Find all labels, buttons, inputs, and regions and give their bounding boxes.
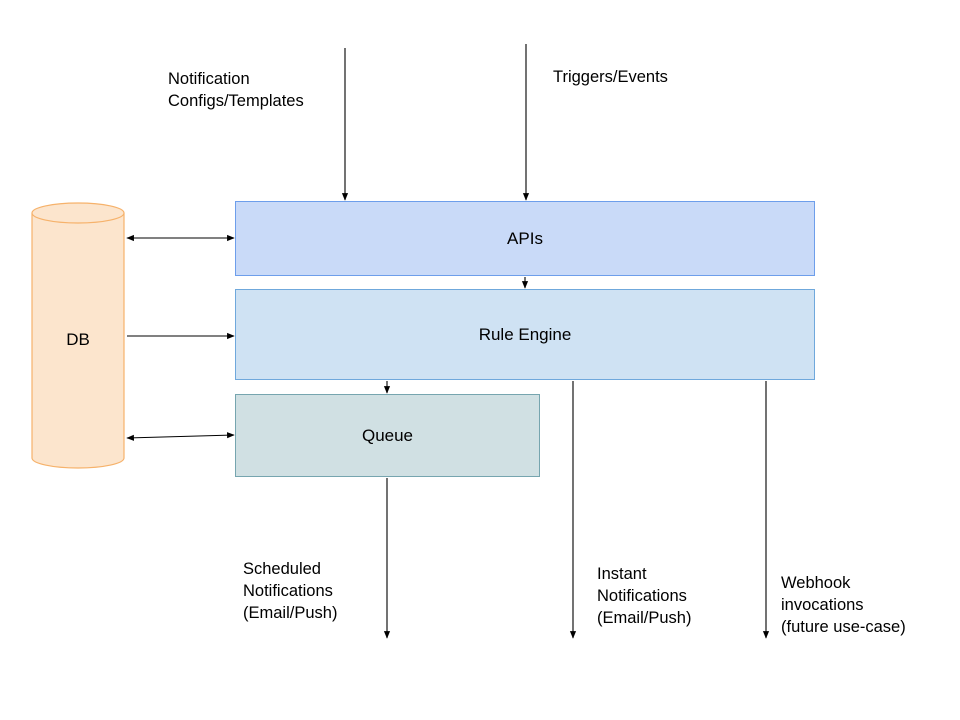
configs-templates-label: Notification Configs/Templates: [168, 70, 304, 110]
queue-box: Queue: [235, 394, 540, 477]
apis-box: APIs: [235, 201, 815, 276]
db-cylinder: [31, 202, 125, 469]
db-label: DB: [66, 330, 90, 349]
instant-notifications-label: Instant Notifications (Email/Push): [597, 565, 692, 627]
webhook-invocations-label: Webhook invocations (future use-case): [781, 574, 906, 636]
rule-engine-box: Rule Engine: [235, 289, 815, 380]
triggers-events-label: Triggers/Events: [553, 68, 668, 86]
queue-label: Queue: [361, 425, 414, 445]
arrow-db-queue: [126, 432, 235, 441]
rule-engine-label: Rule Engine: [478, 324, 572, 344]
apis-label: APIs: [507, 228, 543, 248]
scheduled-notifications-label: Scheduled Notifications (Email/Push): [243, 560, 338, 622]
